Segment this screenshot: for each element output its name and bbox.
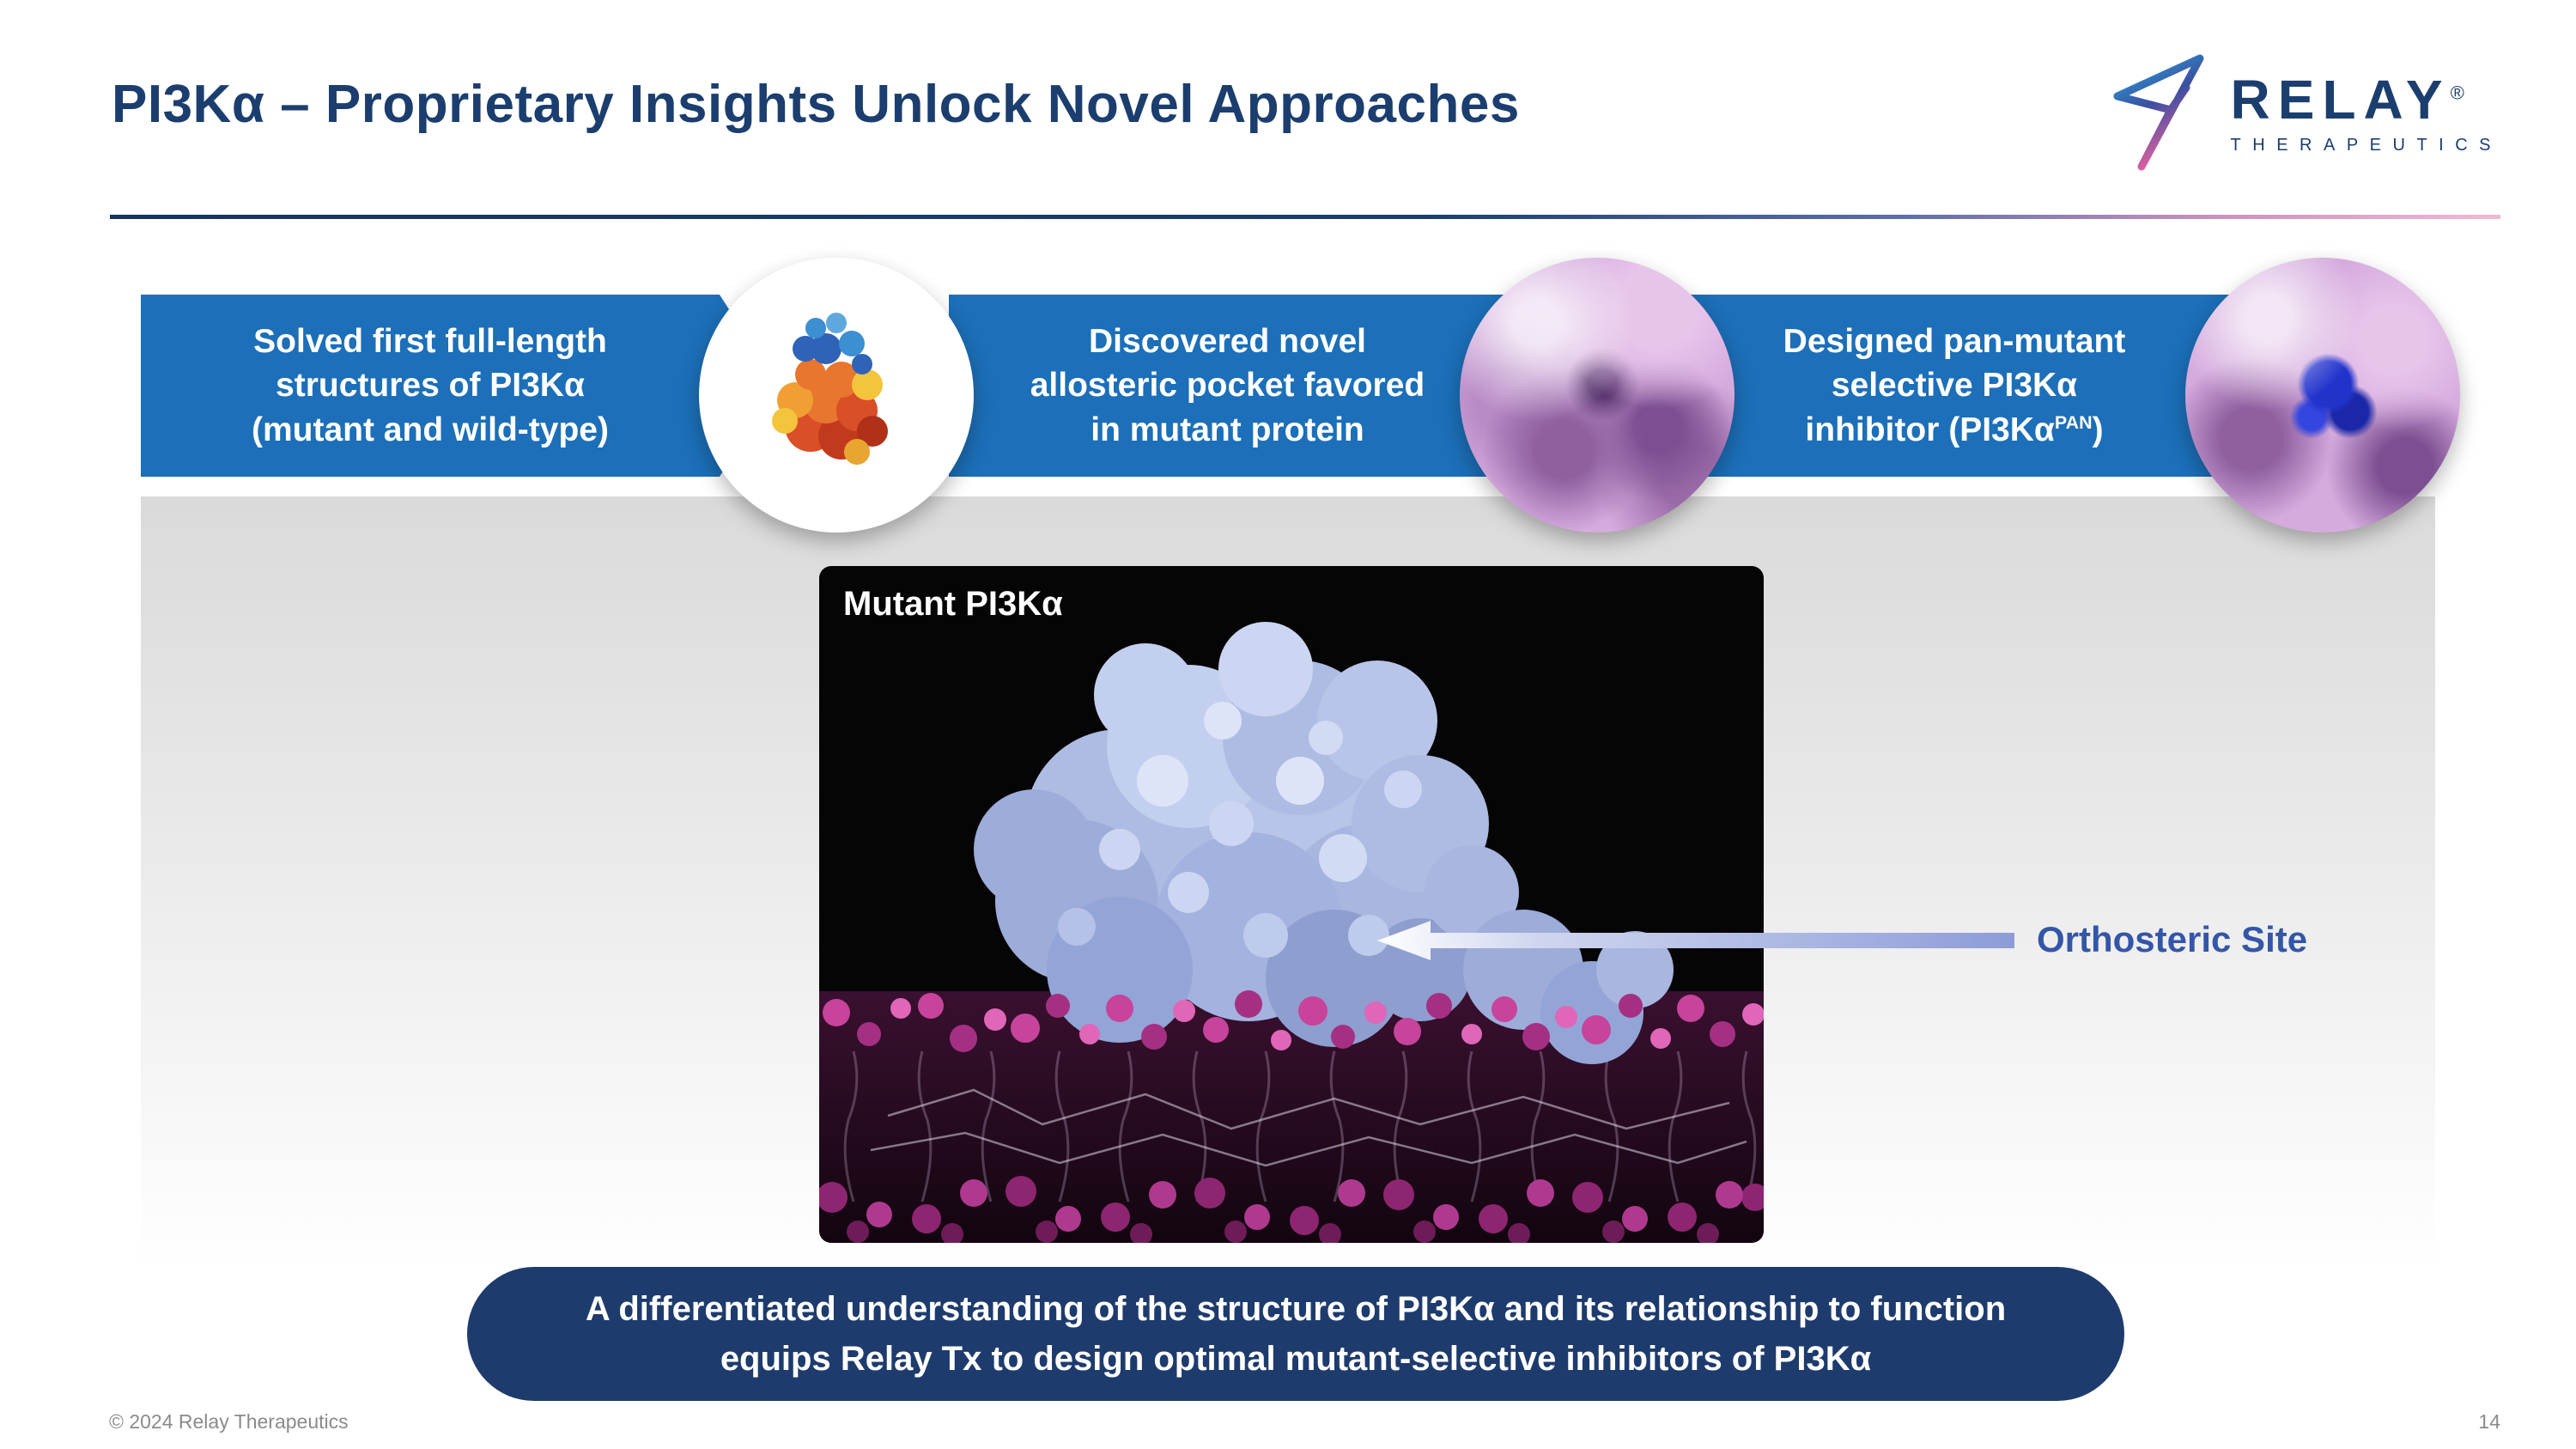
relay-brand-name: RELAY® [2231,72,2502,127]
orthosteric-site-label: Orthosteric Site [2037,919,2308,959]
banner-line: Designed pan-mutant [1783,322,2126,360]
superscript-pan: PAN [2054,411,2093,433]
pan-inhibitor-image [2185,258,2460,533]
takeaway-line: equips Relay Tx to design optimal mutant… [720,1340,1872,1378]
banner-line: Discovered novel [1089,322,1366,360]
relay-logo-icon [2113,54,2204,171]
orthosteric-site-arrow-icon [1377,921,2014,960]
banner-line: (mutant and wild-type) [252,411,609,448]
relay-brand-word: RELAY [2230,68,2451,131]
header-divider [110,215,2500,219]
allosteric-pocket-image [1460,258,1735,533]
figure-label: Mutant PI3Kα [843,585,1063,623]
relay-logo-text: RELAY® THERAPEUTICS [2231,72,2502,155]
registered-mark: ® [2450,82,2472,104]
banner-line: selective PI3Kα [1831,367,2078,405]
banner-line: Solved first full-length [253,322,607,360]
banner-line-suffix: ) [2092,411,2104,448]
relay-tagline: THERAPEUTICS [2230,135,2502,155]
page-number: 14 [2478,1410,2500,1433]
relay-logo: RELAY® THERAPEUTICS [2104,50,2502,177]
protein-membrane-illustration [819,622,1764,1243]
pi3ka-structure-image [699,258,974,533]
protein-ribbon-icon [772,313,888,465]
flow-step-1-banner: Solved first full-length structures of P… [141,295,778,477]
banner-line-prefix: inhibitor (PI3Kα [1805,411,2055,448]
banner-line: structures of PI3Kα [276,367,585,405]
page-title: PI3Kα – Proprietary Insights Unlock Nove… [112,75,1520,134]
copyright-text: © 2024 Relay Therapeutics [109,1410,349,1433]
banner-line: in mutant protein [1091,411,1364,448]
mutant-pi3ka-figure: Mutant PI3Kα [819,566,1764,1243]
banner-line: inhibitor (PI3KαPAN) [1666,408,2243,452]
takeaway-banner: A differentiated understanding of the st… [467,1267,2124,1401]
banner-line: allosteric pocket favored [1030,367,1425,405]
takeaway-line: A differentiated understanding of the st… [585,1290,2007,1328]
